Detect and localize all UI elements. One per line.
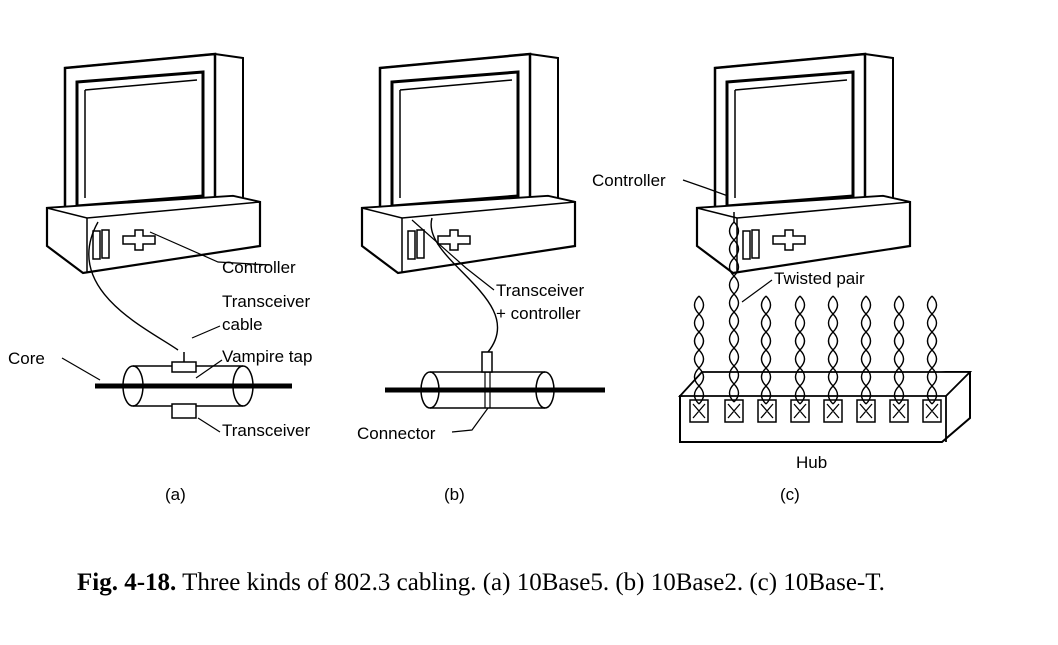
computer-c — [695, 52, 912, 275]
panel-b-tag: (b) — [444, 485, 465, 504]
cabling-figure: Controller Transceiver cable Core Vampir… — [8, 52, 973, 504]
caption-text: Three kinds of 802.3 cabling. (a) 10Base… — [182, 569, 885, 596]
caption-label: Fig. 4-18. — [77, 569, 177, 596]
controller-label-a: Controller — [222, 258, 296, 277]
panel-c: Controller Twisted pair Hub (c) — [592, 52, 973, 504]
hub-ports — [689, 399, 942, 423]
twisted-pair-label: Twisted pair — [774, 269, 865, 288]
controller-label-c: Controller — [592, 171, 666, 190]
transceiver-label-a: Transceiver — [222, 421, 311, 440]
panel-a: Controller Transceiver cable Core Vampir… — [8, 52, 312, 504]
panel-b: Transceiver + controller Connector (b) — [357, 52, 605, 504]
computer-a — [45, 52, 262, 275]
transceiver-controller-cable — [430, 217, 499, 353]
panel-a-tag: (a) — [165, 485, 186, 504]
transceiver-cable-label-2: cable — [222, 315, 263, 334]
panel-c-tag: (c) — [780, 485, 800, 504]
twisted-pairs — [693, 212, 938, 405]
vampire-tap-label: Vampire tap — [222, 347, 312, 366]
transceiver-cable-line — [88, 221, 179, 351]
core-label: Core — [8, 349, 45, 368]
transceiver-controller-label-2: + controller — [496, 304, 581, 323]
connector-label: Connector — [357, 424, 436, 443]
computer-b — [360, 52, 577, 275]
transceiver-controller-label-1: Transceiver — [496, 281, 585, 300]
figure-caption: Fig. 4-18. Three kinds of 802.3 cabling.… — [77, 566, 997, 600]
transceiver-cable-label-1: Transceiver — [222, 292, 311, 311]
hub-label: Hub — [796, 453, 827, 472]
